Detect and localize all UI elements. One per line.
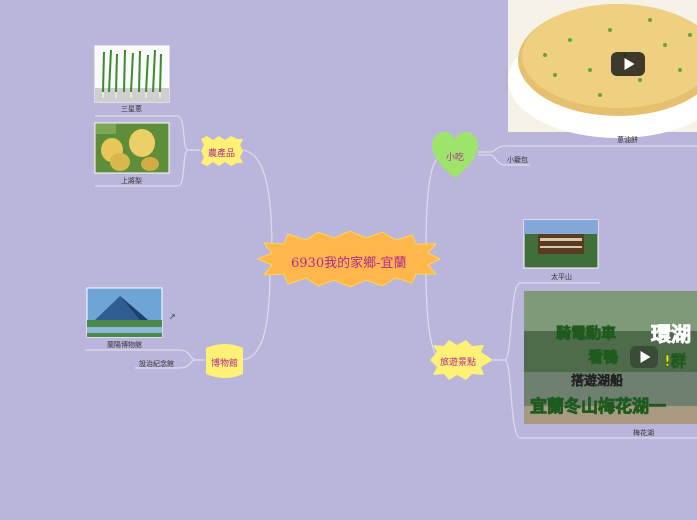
line-center-lvyou — [425, 267, 441, 359]
item-xiaolongbao[interactable]: 小籠包 — [507, 156, 528, 164]
lvyou-node-shape[interactable] — [430, 340, 493, 380]
nongchanpin-node-shape[interactable] — [201, 136, 243, 166]
video-caption-line2b: !群 — [664, 352, 686, 371]
center-node-title[interactable]: 6930我的家鄉-宜蘭 — [291, 256, 407, 271]
item-meihuahu[interactable]: 梅花湖 — [633, 429, 654, 437]
line-center-bowuguan — [239, 267, 271, 361]
item-lanyang-museum[interactable]: 蘭陽博物館 — [107, 341, 142, 349]
center-node-shape[interactable] — [256, 230, 442, 288]
taipingshan-image — [523, 219, 599, 269]
play-icon[interactable] — [630, 346, 658, 368]
branch-bowuguan[interactable]: 博物館 — [211, 359, 239, 369]
connectors — [85, 115, 697, 439]
meihuahu-video[interactable] — [524, 291, 697, 424]
branch-lvyou[interactable]: 旅遊景點 — [440, 358, 477, 368]
shangjiangli-image — [94, 122, 170, 174]
lanyang-museum-image — [86, 287, 163, 338]
item-taipingshan[interactable]: 太平山 — [551, 273, 572, 281]
xiaochi-heart-shape[interactable] — [432, 132, 478, 178]
video-caption-line3: 搭遊湖船 — [571, 374, 624, 389]
bowuguan-node-shape[interactable] — [206, 344, 243, 378]
branch-nongchanpin[interactable]: 農產品 — [208, 149, 236, 159]
item-sanxingcong[interactable]: 三星蔥 — [121, 105, 142, 113]
item-political-museum[interactable]: 設治紀念館 — [139, 360, 174, 368]
video-caption-line4: 宜蘭冬山梅花湖一 — [530, 397, 667, 418]
sanxingcong-image — [94, 45, 170, 103]
external-link-icon[interactable]: ↗ — [169, 312, 176, 321]
line-center-xiaochi — [425, 156, 441, 253]
branch-xiaochi[interactable]: 小吃 — [446, 153, 465, 163]
line-center-nongchanpin — [239, 149, 273, 253]
item-shangjiangli[interactable]: 上將梨 — [121, 177, 142, 185]
video-caption-line2: 看鴨 — [588, 348, 619, 367]
play-icon[interactable] — [611, 52, 645, 76]
item-congyoubing[interactable]: 蔥油餅 — [617, 136, 638, 144]
video-caption-line1b: 環湖 — [651, 322, 692, 347]
congyoubing-video[interactable] — [508, 0, 697, 138]
video-caption-line1: 騎電動車 — [556, 324, 617, 343]
